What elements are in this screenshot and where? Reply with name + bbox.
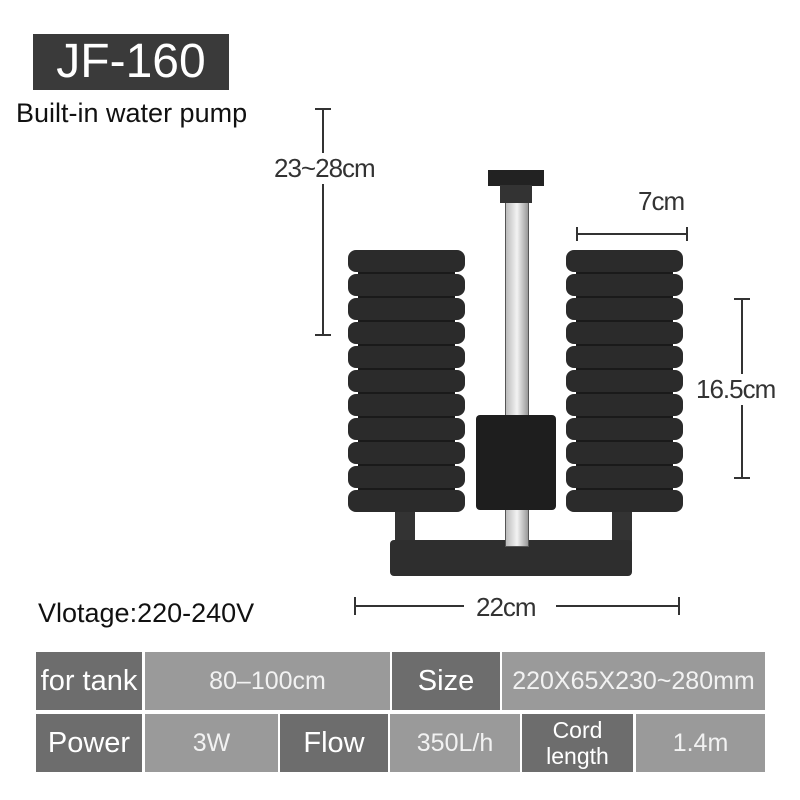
- height-dimension-line: [322, 108, 324, 336]
- spec-label: for tank: [36, 652, 142, 710]
- sponge-ring: [348, 370, 465, 392]
- sponge-ring: [348, 394, 465, 416]
- sponge-ring: [566, 250, 683, 272]
- sponge-ring: [566, 322, 683, 344]
- sponge-ring: [566, 274, 683, 296]
- spec-value: 80–100cm: [145, 652, 390, 710]
- sponge-ring: [566, 298, 683, 320]
- dimension-tick: [315, 334, 331, 336]
- sponge-ring: [566, 370, 683, 392]
- sponge-ring: [348, 250, 465, 272]
- subtitle: Built-in water pump: [16, 98, 248, 128]
- dimension-tick: [315, 108, 331, 110]
- left-sponge: [348, 250, 465, 512]
- sponge-ring: [348, 466, 465, 488]
- spec-label: Flow: [280, 714, 388, 772]
- dimension-tick: [686, 227, 688, 241]
- sponge-ring: [566, 490, 683, 512]
- sponge-ring: [566, 394, 683, 416]
- dimension-tick: [678, 597, 680, 615]
- spec-value: 220X65X230~280mm: [502, 652, 765, 710]
- voltage-label: Vlotage:220-240V: [38, 598, 255, 628]
- total-width-line: [354, 605, 464, 607]
- sponge-ring: [566, 346, 683, 368]
- dimension-tick: [576, 227, 578, 241]
- spec-label: Cord length: [522, 714, 633, 772]
- right-sponge: [566, 250, 683, 512]
- sponge-ring: [348, 298, 465, 320]
- total-width-label: 22cm: [476, 592, 537, 623]
- spec-value: 350L/h: [390, 714, 520, 772]
- sponge-ring: [348, 418, 465, 440]
- spec-label: Size: [392, 652, 500, 710]
- sponge-height-label: 16.5cm: [696, 374, 776, 405]
- dimension-tick: [734, 298, 750, 300]
- sponge-ring: [566, 466, 683, 488]
- filter-product-image: [348, 170, 683, 576]
- spec-label: Power: [36, 714, 142, 772]
- sponge-ring: [348, 322, 465, 344]
- spec-value: 3W: [145, 714, 278, 772]
- sponge-ring: [348, 346, 465, 368]
- sponge-width-label: 7cm: [638, 186, 685, 216]
- sponge-width-line: [576, 233, 688, 235]
- dimension-tick: [734, 477, 750, 479]
- sponge-ring: [348, 490, 465, 512]
- sponge-ring: [566, 442, 683, 464]
- sponge-ring: [566, 418, 683, 440]
- height-dimension-label: 23~28cm: [274, 153, 376, 184]
- dimension-tick: [354, 597, 356, 615]
- spec-value: 1.4m: [636, 714, 765, 772]
- model-title: JF-160: [33, 34, 229, 90]
- sponge-ring: [348, 274, 465, 296]
- total-width-line: [556, 605, 680, 607]
- sponge-ring: [348, 442, 465, 464]
